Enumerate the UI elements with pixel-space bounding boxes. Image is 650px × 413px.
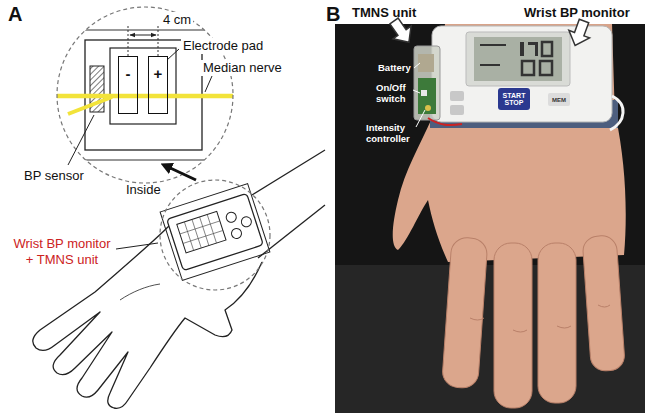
part-label: On/Off switch — [376, 82, 416, 105]
lcd-segment — [542, 42, 552, 56]
arm-edge — [50, 159, 240, 160]
wire — [428, 118, 462, 125]
monitor-button — [240, 216, 253, 229]
wrist-circle — [160, 180, 270, 290]
nerve-branch — [68, 97, 112, 114]
finger — [494, 243, 532, 408]
wrist-monitor-drawing — [160, 184, 270, 281]
tmns-unit — [414, 46, 440, 120]
median-nerve — [57, 94, 233, 99]
arm-drawing — [33, 150, 325, 408]
lcd-segment — [520, 42, 524, 56]
part-label: Battery — [378, 62, 411, 73]
leader-line — [167, 49, 179, 60]
part-label: Electrode pad — [181, 38, 265, 54]
intensity-knob — [425, 105, 431, 111]
button-label: START STOP — [500, 92, 528, 107]
memory-button: MEM — [548, 93, 570, 106]
knuckle-crease — [470, 305, 610, 332]
panel-letter: A — [8, 2, 22, 26]
leader-line — [413, 90, 420, 93]
lcd-segment — [480, 64, 500, 66]
lcd-screen — [474, 37, 562, 81]
finger — [582, 235, 625, 372]
part-label: Intensity controller — [366, 122, 414, 145]
monitor-body — [167, 193, 264, 270]
electrode-pad: - — [118, 56, 138, 114]
arrow-button — [450, 91, 464, 101]
dimension-guide — [128, 26, 129, 56]
dimension-guide — [158, 26, 159, 56]
screen-frame — [466, 32, 570, 86]
battery — [418, 54, 434, 72]
inside-arrow — [166, 166, 196, 180]
dimension-line — [130, 35, 156, 36]
leader-line — [116, 243, 158, 249]
photo — [335, 24, 645, 413]
part-label: BP sensor — [22, 168, 86, 184]
pad-sign: + — [154, 66, 163, 81]
start-button: START STOP — [498, 88, 530, 110]
lcd-segment — [480, 44, 506, 46]
monitor-screen — [177, 211, 226, 253]
dimension-label: 4 cm — [161, 12, 193, 28]
switch — [421, 90, 427, 96]
knuckle-line — [120, 284, 160, 300]
panel-letter: B — [326, 2, 340, 26]
circuit-board — [418, 78, 436, 114]
device-label: TMNS unit — [352, 5, 416, 21]
lcd-segment — [522, 61, 534, 75]
lcd-segment — [540, 61, 552, 75]
inset-view — [50, 7, 240, 183]
part-label: Median nerve — [201, 60, 284, 76]
button-label: MEM — [552, 97, 566, 103]
leader-line — [68, 115, 94, 165]
cable — [610, 96, 623, 130]
fingers — [442, 235, 626, 408]
lcd-digits — [480, 42, 552, 75]
pad-sign: - — [126, 66, 131, 81]
lcd-segment — [535, 42, 538, 56]
electrode-pad: + — [148, 56, 168, 114]
arm-edge — [50, 29, 240, 30]
leader-line — [416, 110, 425, 127]
arrow-button — [450, 105, 464, 115]
direction-label: Inside — [126, 182, 161, 198]
hollow-arrow — [565, 17, 595, 49]
photo-background — [335, 24, 645, 413]
device-label: Wrist BP monitor — [524, 5, 630, 21]
leader-line — [414, 63, 420, 68]
leader-line — [205, 76, 212, 92]
screen-grid — [177, 211, 226, 253]
finger — [538, 243, 576, 403]
monitor-button — [230, 227, 243, 240]
arm-edge — [252, 150, 325, 195]
electrode-holder — [110, 48, 176, 124]
monitor-button — [225, 211, 238, 224]
inset-circle — [57, 7, 233, 183]
cuff-outline — [160, 184, 270, 281]
finger — [442, 237, 488, 389]
device-label: Wrist BP monitor + TMNS unit — [10, 236, 114, 267]
